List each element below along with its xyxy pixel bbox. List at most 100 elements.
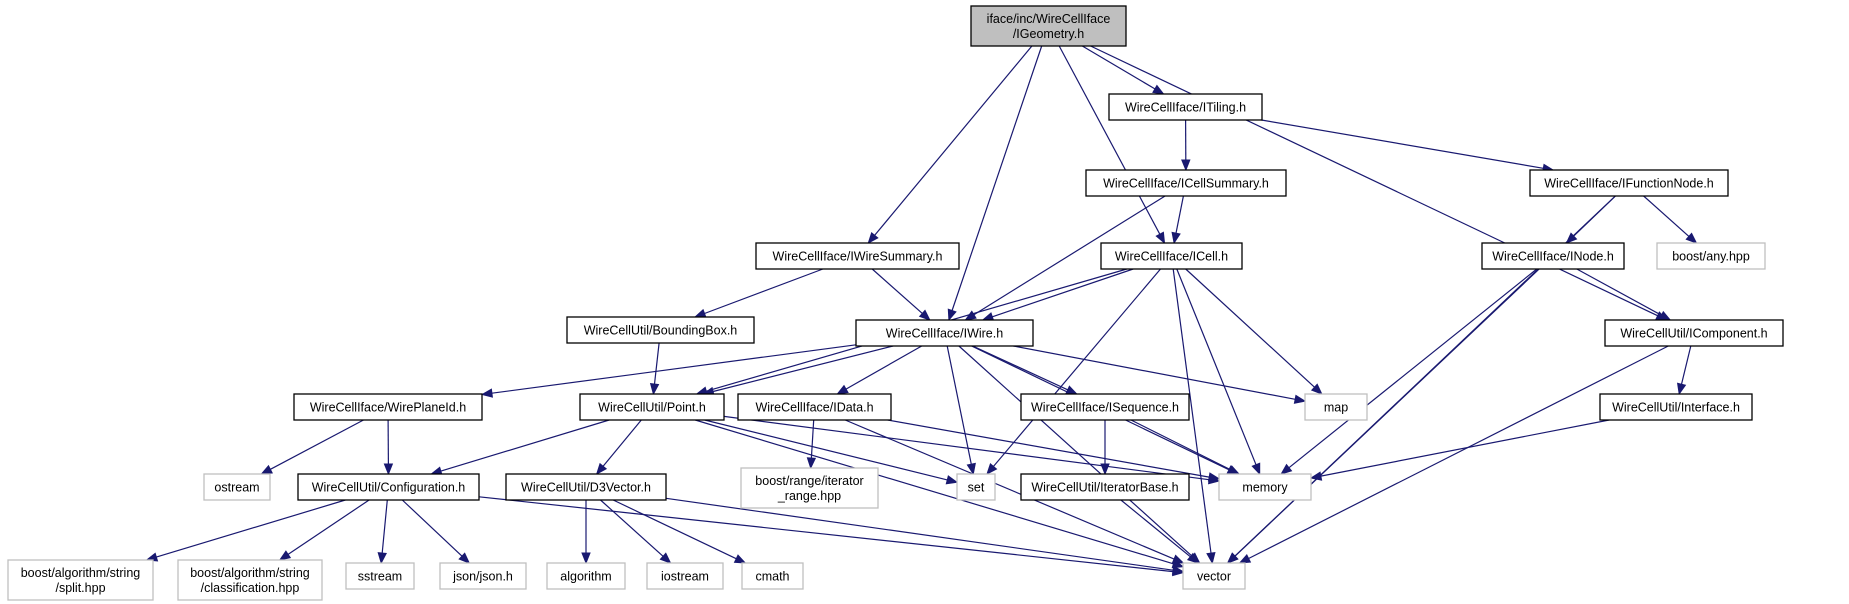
- node-label: memory: [1242, 481, 1288, 495]
- edge-line: [844, 419, 1175, 560]
- node-label: vector: [1197, 570, 1231, 584]
- node-boundingbox[interactable]: WireCellUtil/BoundingBox.h: [566, 316, 755, 344]
- edge-itiling-to-ifunctionnode: [1261, 119, 1555, 173]
- edge-arrowhead: [458, 552, 471, 564]
- edge-line: [440, 419, 610, 472]
- edge-iwire-to-wireplaneid: [480, 344, 857, 398]
- edge-arrowhead: [278, 550, 292, 561]
- node-interface[interactable]: WireCellUtil/Interface.h: [1599, 393, 1753, 421]
- edge-line: [1176, 268, 1257, 465]
- node-map: map: [1304, 393, 1368, 421]
- edge-itiling-to-icellsummary: [1181, 119, 1191, 172]
- edge-line: [1680, 345, 1692, 385]
- node-label: cmath: [755, 570, 789, 584]
- edge-line: [958, 345, 1193, 557]
- node-label: algorithm: [560, 570, 611, 584]
- edge-configuration-to-sstream: [377, 499, 388, 565]
- node-inode[interactable]: WireCellIface/INode.h: [1481, 242, 1625, 270]
- edge-point-to-configuration: [430, 419, 610, 476]
- node-wireplaneid[interactable]: WireCellIface/WirePlaneId.h: [293, 393, 483, 421]
- node-icellsummary[interactable]: WireCellIface/ICellSummary.h: [1085, 169, 1287, 197]
- node-box: [755, 242, 960, 270]
- edge-idata-to-memory: [887, 419, 1221, 482]
- edge-line: [478, 496, 1174, 573]
- node-classification: boost/algorithm/string/classification.hp…: [177, 559, 323, 601]
- edge-interface-to-memory: [1309, 419, 1610, 481]
- node-icell[interactable]: WireCellIface/ICell.h: [1100, 242, 1243, 270]
- edge-root-to-iwiresummary: [867, 45, 1033, 245]
- node-box: [1085, 169, 1287, 197]
- edge-root-to-itiling: [1081, 45, 1165, 95]
- edge-arrowhead: [1155, 231, 1166, 245]
- node-itiling[interactable]: WireCellIface/ITiling.h: [1108, 93, 1263, 121]
- edge-line: [973, 195, 1166, 316]
- edge-line: [1172, 268, 1212, 554]
- node-memory: memory: [1218, 473, 1312, 501]
- node-box: [1604, 319, 1784, 347]
- node-box: [546, 562, 626, 590]
- edge-line: [712, 345, 894, 393]
- node-d3vector[interactable]: WireCellUtil/D3Vector.h: [505, 473, 667, 501]
- edge-root-to-icell: [1058, 45, 1166, 245]
- edge-configuration-to-json: [401, 499, 471, 564]
- edge-line: [270, 419, 364, 470]
- node-iwire[interactable]: WireCellIface/IWire.h: [855, 319, 1034, 347]
- node-ifunctionnode[interactable]: WireCellIface/IFunctionNode.h: [1529, 169, 1729, 197]
- edge-iwire-to-isequence: [972, 345, 1079, 395]
- edge-arrowhead: [1658, 310, 1672, 321]
- node-label: WireCellUtil/IComponent.h: [1620, 327, 1767, 341]
- edge-arrowhead: [1226, 552, 1239, 564]
- edge-arrowhead: [986, 462, 998, 476]
- edge-line: [600, 499, 664, 557]
- node-ostream: ostream: [203, 473, 271, 501]
- node-root[interactable]: iface/inc/WireCellIface/IGeometry.h: [970, 5, 1127, 47]
- node-iwiresummary[interactable]: WireCellIface/IWireSummary.h: [755, 242, 960, 270]
- edge-iteratorbase-to-vector: [1120, 499, 1200, 564]
- edge-d3vector-to-cmath: [612, 499, 747, 564]
- node-label: ostream: [214, 481, 259, 495]
- edge-line: [845, 345, 922, 390]
- node-box: [1599, 393, 1753, 421]
- node-box: [1529, 169, 1729, 197]
- edge-line: [871, 268, 923, 314]
- node-icomponent[interactable]: WireCellUtil/IComponent.h: [1604, 319, 1784, 347]
- edge-line: [1081, 45, 1156, 90]
- node-box: [970, 5, 1127, 47]
- node-iteratorbase[interactable]: WireCellUtil/IteratorBase.h: [1020, 473, 1190, 501]
- node-algorithm: algorithm: [546, 562, 626, 590]
- node-json: json/json.h: [439, 562, 527, 590]
- edge-arrowhead: [649, 383, 660, 396]
- node-box: [579, 393, 725, 421]
- edge-wireplaneid-to-ostream: [260, 419, 364, 475]
- node-label: WireCellIface/ICellSummary.h: [1103, 177, 1269, 191]
- edge-line: [1175, 195, 1184, 234]
- node-configuration[interactable]: WireCellUtil/Configuration.h: [297, 473, 480, 501]
- edge-arrowhead: [1280, 463, 1293, 475]
- node-label: map: [1324, 401, 1348, 415]
- edge-arrowhead: [260, 464, 273, 475]
- dependency-edges: [145, 45, 1698, 577]
- edge-ifunctionnode-to-boostany: [1643, 195, 1698, 244]
- node-box: [956, 473, 996, 501]
- edge-line: [381, 499, 388, 554]
- node-idata[interactable]: WireCellIface/IData.h: [737, 393, 892, 421]
- node-point[interactable]: WireCellUtil/Point.h: [579, 393, 725, 421]
- edge-arrowhead: [836, 384, 849, 395]
- edge-arrowhead: [1152, 84, 1165, 95]
- edge-arrowhead: [806, 457, 817, 470]
- node-vector: vector: [1182, 562, 1246, 590]
- node-split: boost/algorithm/string/split.hpp: [7, 559, 154, 601]
- node-label: WireCellUtil/Configuration.h: [312, 481, 466, 495]
- node-label: WireCellUtil/D3Vector.h: [521, 481, 651, 495]
- edge-d3vector-to-iostream: [600, 499, 672, 564]
- node-label: WireCellIface/IWireSummary.h: [773, 250, 943, 264]
- node-label: WireCellUtil/Point.h: [598, 401, 706, 415]
- node-box: [1108, 93, 1263, 121]
- node-label: _range.hpp: [777, 489, 841, 503]
- edge-icomponent-to-vector: [1238, 345, 1669, 564]
- edge-arrowhead: [947, 308, 957, 322]
- node-isequence[interactable]: WireCellIface/ISequence.h: [1020, 393, 1190, 421]
- edge-iwiresummary-to-boundingbox: [693, 268, 824, 318]
- edge-line: [723, 415, 1210, 481]
